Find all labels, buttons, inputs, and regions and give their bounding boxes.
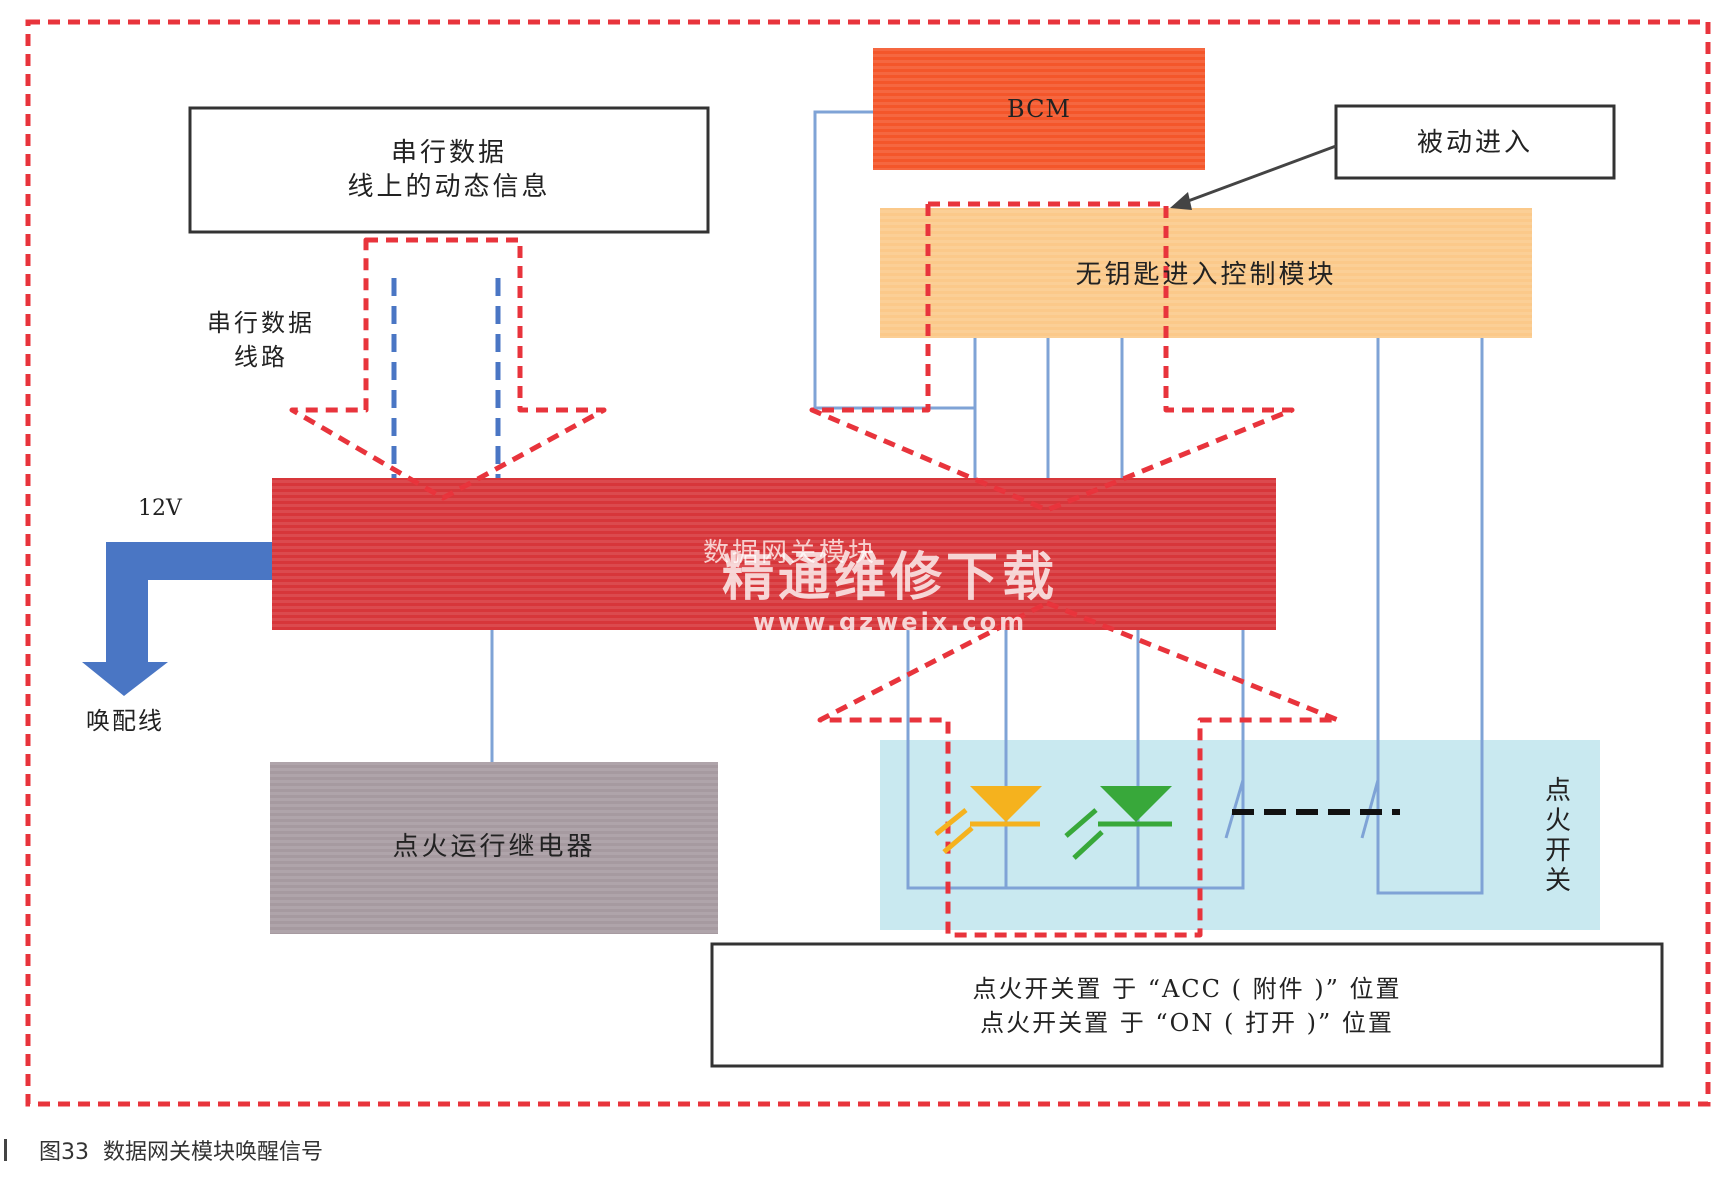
- passive-entry-pointer: [1179, 144, 1337, 206]
- flow-arrows: [289, 201, 1341, 938]
- bcm-label: BCM: [1006, 95, 1072, 123]
- passive-entry-box: [1334, 104, 1616, 180]
- gateway-label: 数据网关模块: [702, 538, 877, 568]
- serial-data-arrow: [289, 237, 607, 501]
- wakeup-wire-label: 唤配线: [86, 707, 164, 735]
- figure-caption: 图33 数据网关模块唤醒信号: [0, 1130, 323, 1170]
- caption-bar: [4, 1139, 7, 1161]
- passive-entry-label: 被动进入: [1416, 128, 1533, 158]
- figure-number: 图33: [39, 1140, 89, 1165]
- serial-info-box: [188, 106, 710, 234]
- ignition-position-label: 点火开关置 于 “ACC ( 附件 )” 位置 点火开关置 于 “ON ( 打开…: [972, 975, 1402, 1037]
- wakeup-arrow: [82, 542, 272, 696]
- watermark: 精通维修下载 www.gzweix.com: [721, 548, 1058, 636]
- keyless-arrow: [809, 201, 1295, 513]
- ignition-arrow: [817, 600, 1341, 938]
- led-green: [1064, 786, 1172, 860]
- pointer-head: [1170, 192, 1192, 210]
- led-yellow: [934, 786, 1042, 854]
- ignition-position-box: [710, 942, 1664, 1068]
- figure-title: 数据网关模块唤醒信号: [103, 1140, 324, 1165]
- voltage-label: 12V: [138, 496, 182, 521]
- ignition-switch-area: [880, 740, 1600, 930]
- serial-line-label: 串行数据 线路: [207, 309, 315, 371]
- ignition-switch-label: 点火开关: [1544, 776, 1571, 896]
- relay-label: 点火运行继电器: [392, 832, 596, 862]
- keyless-module-label: 无钥匙进入控制模块: [1075, 260, 1337, 290]
- wiring: [490, 110, 1484, 895]
- outer-boundary: [25, 19, 1711, 1107]
- serial-info-label: 串行数据 线上的动态信息: [347, 138, 551, 202]
